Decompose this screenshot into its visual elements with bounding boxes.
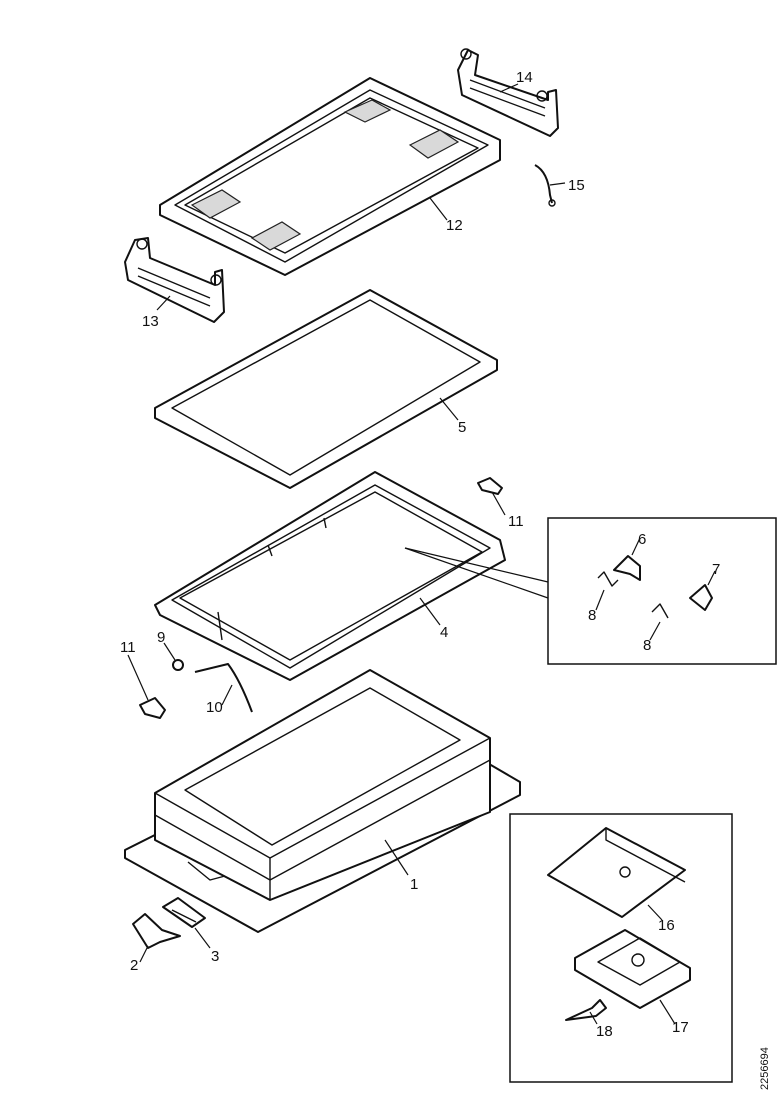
- part-1-base-box: [124, 669, 521, 933]
- callout-17: 17: [672, 1019, 689, 1036]
- part-3-latch: [162, 897, 206, 928]
- part-12-lid: [159, 77, 501, 276]
- part-10-rod: [194, 663, 253, 713]
- callout-11-left: 11: [120, 639, 136, 656]
- leader-lines: [127, 83, 716, 1025]
- callout-15: 15: [568, 177, 585, 194]
- part-11-clip-left: [139, 697, 166, 719]
- part-13-hinge-bracket: [124, 237, 225, 323]
- part-15-rod: [534, 164, 556, 207]
- detail-box-mounting: [509, 813, 733, 1083]
- document-number: 2256694: [759, 1047, 771, 1090]
- callout-13: 13: [142, 313, 159, 330]
- callout-16: 16: [658, 917, 675, 934]
- part-5-seal-frame: [154, 289, 498, 489]
- callout-9: 9: [157, 629, 165, 646]
- part-4-inner-frame: [154, 471, 506, 681]
- callout-2: 2: [130, 957, 138, 974]
- part-11-clip-right: [477, 477, 503, 495]
- callout-5: 5: [458, 419, 466, 436]
- callout-4: 4: [440, 624, 448, 641]
- callout-14: 14: [516, 69, 533, 86]
- callout-3: 3: [211, 948, 219, 965]
- callout-8-right: 8: [643, 637, 651, 654]
- callout-10: 10: [206, 699, 223, 716]
- callout-6: 6: [638, 531, 646, 548]
- callout-1: 1: [410, 876, 418, 893]
- callout-11-right: 11: [508, 513, 524, 530]
- callout-12: 12: [446, 217, 463, 234]
- callout-8-left: 8: [588, 607, 596, 624]
- part-14-hinge-bracket: [457, 48, 559, 137]
- callout-7: 7: [712, 561, 720, 578]
- part-9-screw: [172, 659, 184, 671]
- callout-18: 18: [596, 1023, 613, 1040]
- detail-box-clips: [404, 517, 777, 665]
- part-2-handle: [132, 913, 181, 949]
